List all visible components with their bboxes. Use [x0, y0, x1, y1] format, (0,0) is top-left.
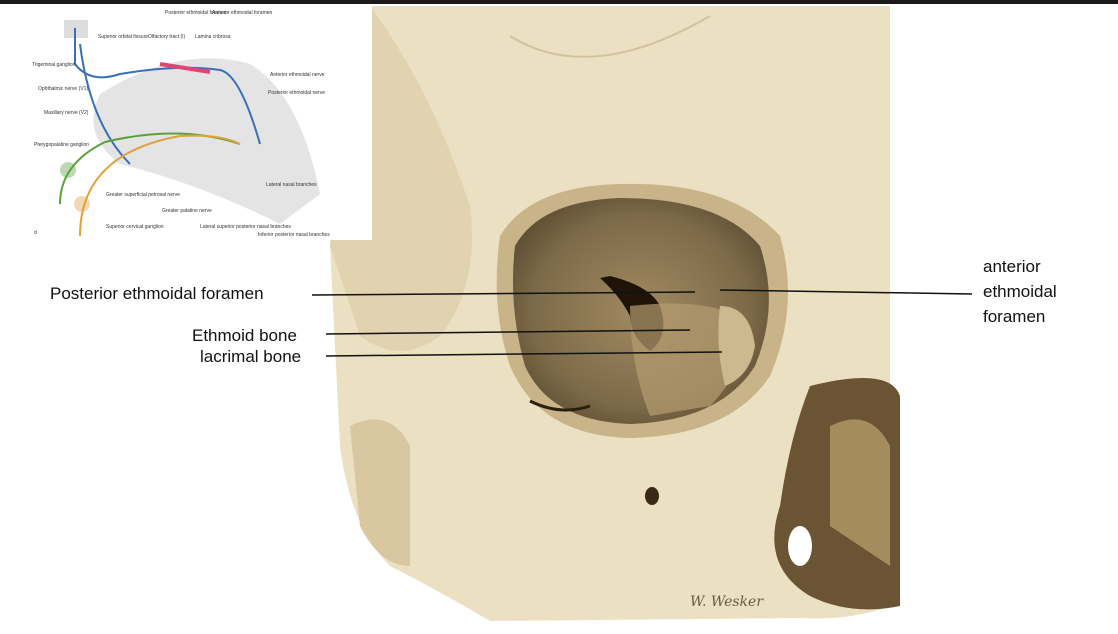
inset-label: Trigeminal ganglion: [32, 62, 76, 68]
inset-label: Anterior ethmoidal nerve: [270, 72, 325, 78]
label-line: ethmoidal: [983, 282, 1057, 301]
inset-label: d: [34, 230, 37, 236]
label-line: foramen: [983, 307, 1046, 326]
leader-line-anterior-ethmoidal-foramen: [719, 289, 973, 295]
inset-label: Lamina cribrosa: [195, 34, 231, 40]
inset-label: Superior orbital fissure: [98, 34, 148, 40]
label-lacrimal-bone: lacrimal bone: [200, 347, 302, 366]
label-ethmoid-bone: Ethmoid bone: [192, 326, 297, 345]
signature: W. Wesker: [690, 594, 764, 610]
inset-label: Greater superficial petrosal nerve: [106, 192, 180, 198]
inset-label: Ophthalmic nerve (V1): [38, 86, 88, 92]
nasal-nerve-inset-diagram: Posterior ethmoidal foramen Anterior eth…: [0, 4, 372, 240]
leader-line-posterior-ethmoidal-foramen: [311, 291, 696, 296]
inset-label: Anterior ethmoidal foramen: [212, 10, 273, 16]
inset-label: Lateral superior posterior nasal branche…: [200, 224, 291, 230]
skull-orbit-illustration: W. Wesker: [330, 6, 900, 621]
inset-label: Posterior ethmoidal foramen: [165, 10, 228, 16]
inset-label: Pterygopalatine ganglion: [34, 142, 89, 148]
inset-label: Superior cervical ganglion: [106, 224, 164, 230]
inset-label: Lateral nasal branches: [266, 182, 317, 188]
leader-line-ethmoid-bone: [325, 329, 691, 335]
inset-label: Inferior posterior nasal branches: [258, 232, 330, 238]
inset-label: Posterior ethmoidal nerve: [268, 90, 325, 96]
inset-label: Maxillary nerve (V2): [44, 110, 89, 116]
inset-label: Olfactory tract (I): [148, 34, 186, 40]
top-bar: [0, 0, 1118, 4]
label-anterior-ethmoidal-foramen: anterior ethmoidal foramen: [983, 254, 1057, 329]
inset-label: Greater palatine nerve: [162, 208, 212, 214]
label-line: anterior: [983, 257, 1041, 276]
leader-line-lacrimal-bone: [325, 351, 723, 357]
label-posterior-ethmoidal-foramen: Posterior ethmoidal foramen: [50, 284, 264, 303]
